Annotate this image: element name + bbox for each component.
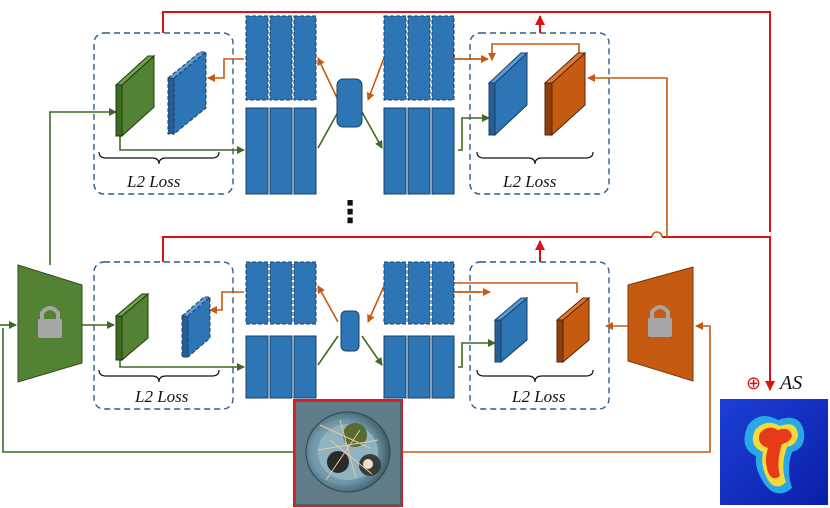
- loss-box-top-right: [469, 32, 610, 195]
- feature-maps-top-right: [487, 51, 587, 137]
- student-feature-bottom-dashed: [180, 295, 212, 359]
- encoder-stack-bottom: [245, 261, 317, 325]
- green-connections: [0, 108, 496, 453]
- loss-box-bottom-right: [469, 261, 610, 410]
- loss-label-bottom-left: L2 Loss: [134, 387, 189, 406]
- encoder-stack-top-solid: [245, 107, 317, 195]
- lock-icon: [648, 305, 672, 337]
- teacher-encoder: [17, 264, 83, 383]
- red-output-lines: [162, 11, 775, 391]
- anomaly-heatmap: [720, 399, 828, 505]
- dashed-groups: [93, 32, 610, 410]
- encoder-stack-bottom-solid: [245, 335, 317, 399]
- student-feature-top-right: [487, 51, 529, 137]
- loss-label-top-right: L2 Loss: [502, 172, 557, 191]
- teacher-feature-top: [114, 54, 156, 138]
- bottleneck-bottom: [340, 310, 360, 352]
- student-feature-bottom-right: [493, 296, 529, 364]
- decoder-stack-bottom-solid: [383, 335, 455, 399]
- loss-label-top-left: L2 Loss: [126, 172, 181, 191]
- oplus-symbol: ⊕: [746, 373, 761, 394]
- loss-box-top-left: [93, 32, 234, 195]
- bottleneck-top: [336, 78, 363, 128]
- decoder-feature-bottom-right: [555, 296, 591, 364]
- student-feature-top-dashed: [166, 50, 208, 136]
- student-decoder: [627, 266, 694, 382]
- anomaly-score-label: AS: [778, 372, 802, 394]
- feature-maps-bottom-left: [114, 292, 212, 362]
- loss-label-bottom-right: L2 Loss: [511, 387, 566, 406]
- encoder-stack-top: [245, 15, 317, 101]
- lock-icon: [38, 306, 62, 338]
- network-top: [245, 15, 455, 195]
- braces: [98, 151, 594, 383]
- loss-box-bottom-left: [93, 261, 234, 410]
- orange-connections: [207, 43, 711, 453]
- decoder-stack-top: [383, 15, 455, 101]
- teacher-feature-bottom: [114, 292, 150, 362]
- ellipsis: ⋮: [335, 195, 365, 230]
- decoder-stack-top-solid: [383, 107, 455, 195]
- decoder-stack-bottom: [383, 261, 455, 325]
- input-image: [293, 399, 403, 507]
- feature-maps-top-left: [114, 50, 208, 138]
- network-bottom: [245, 261, 455, 399]
- decoder-feature-top-right: [543, 51, 587, 137]
- line-crossing-hop: [651, 231, 663, 238]
- feature-maps-bottom-right: [493, 296, 591, 364]
